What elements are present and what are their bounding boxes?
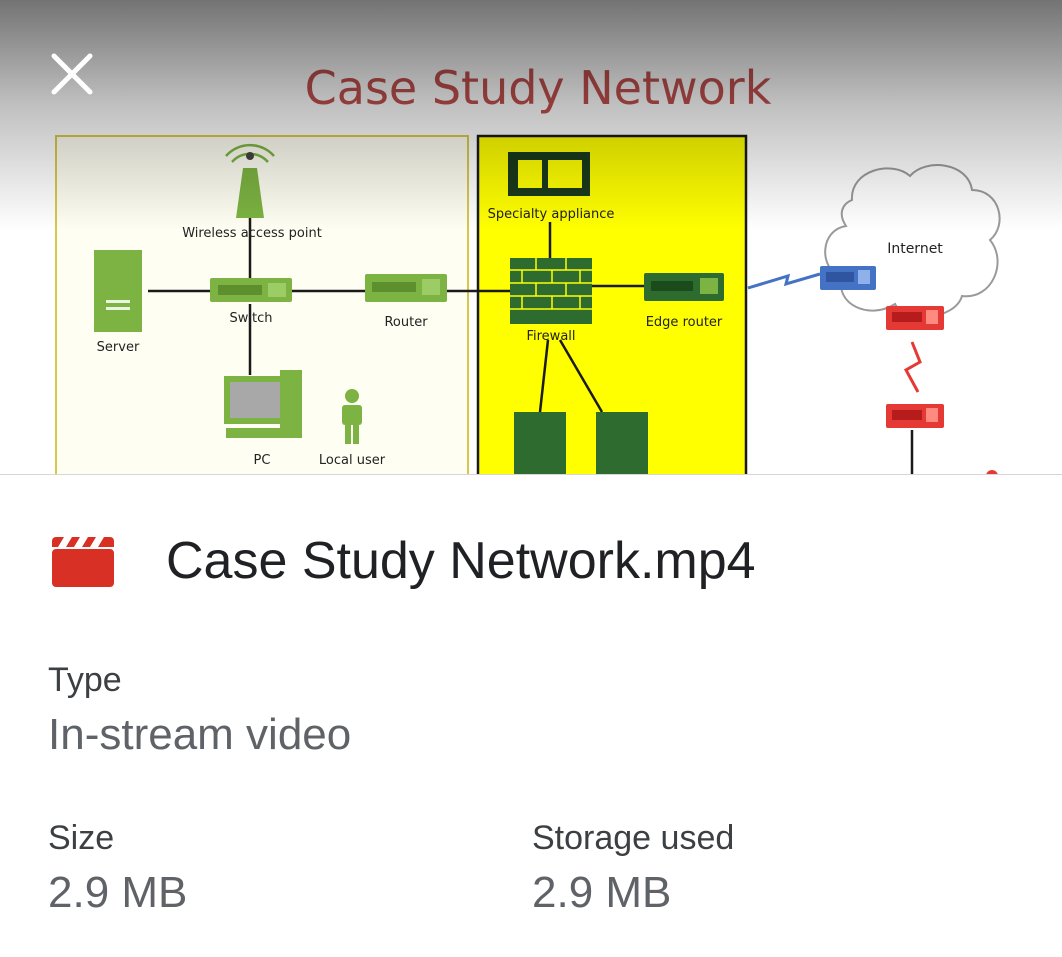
video-clapperboard-icon [52, 537, 114, 587]
remote-router-icon [886, 306, 944, 428]
pc-icon [224, 370, 302, 438]
close-button[interactable] [50, 52, 114, 116]
internet-label: Internet [887, 241, 943, 257]
internet-router-icon [820, 266, 876, 290]
storage-used-label: Storage used [532, 819, 735, 857]
pc-label: PC [254, 453, 271, 468]
file-title-row: Case Study Network.mp4 [0, 520, 1062, 600]
server-label: Server [97, 340, 140, 355]
file-name: Case Study Network.mp4 [166, 532, 756, 590]
wireless-access-point-label: Wireless access point [182, 226, 322, 241]
preview-divider [0, 474, 1062, 475]
dmz-server-icon [514, 412, 648, 474]
type-label: Type [48, 661, 122, 699]
network-diagram-thumbnail: Case Study Network Wireless access point [55, 61, 1001, 474]
edge-router-icon [644, 273, 724, 301]
router-label: Router [384, 315, 428, 330]
size-label: Size [48, 819, 115, 857]
server-icon [94, 250, 142, 332]
video-preview[interactable]: Case Study Network Wireless access point [0, 0, 1062, 474]
remote-link [903, 341, 922, 393]
close-icon [51, 53, 93, 95]
switch-icon [210, 278, 292, 302]
specialty-appliance-label: Specialty appliance [488, 207, 615, 222]
firewall-label: Firewall [526, 329, 575, 344]
router-icon [365, 274, 447, 302]
local-user-label: Local user [319, 453, 386, 468]
preview-title: Case Study Network [305, 61, 772, 115]
user-icon [342, 389, 362, 444]
size-value: 2.9 MB [48, 868, 188, 917]
switch-label: Switch [230, 311, 273, 326]
edge-router-label: Edge router [646, 315, 723, 330]
remote-node [986, 470, 998, 474]
wan-link [747, 272, 821, 290]
specialty-appliance-icon [508, 152, 590, 196]
type-value: In-stream video [48, 710, 352, 759]
storage-used-value: 2.9 MB [532, 868, 672, 917]
firewall-icon [510, 258, 592, 324]
